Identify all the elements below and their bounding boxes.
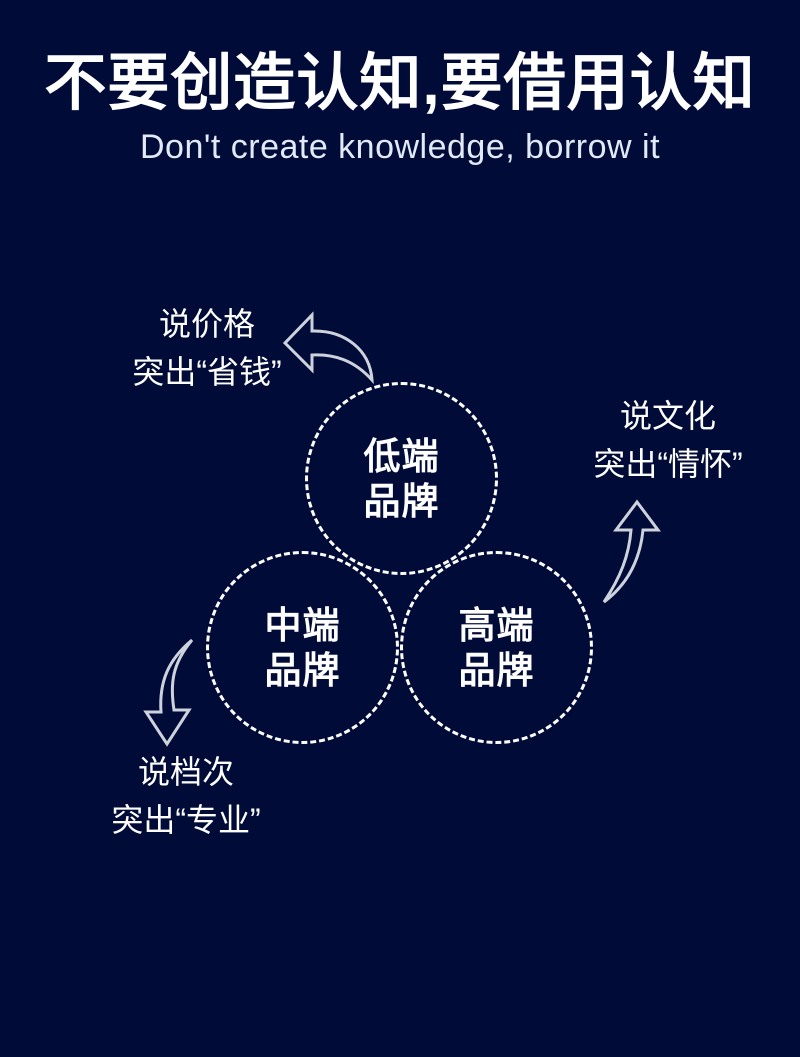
annotation-tier-label: 说档次 突出“专业” xyxy=(111,754,261,838)
annotation-culture-label: 说文化 突出“情怀” xyxy=(593,398,743,482)
circle-low-end-brand-label: 低端 品牌 xyxy=(363,435,440,522)
curved-arrow-down-icon xyxy=(143,638,194,747)
annotation-price-label: 说价格 突出“省钱” xyxy=(132,306,282,390)
circle-high-end-brand-label: 高端 品牌 xyxy=(458,604,535,691)
page-title: 不要创造认知,要借用认知 xyxy=(44,49,756,118)
circle-mid-end-brand: 中端 品牌 xyxy=(206,551,399,744)
curved-arrow-left-icon xyxy=(282,311,374,385)
circle-low-end-brand: 低端 品牌 xyxy=(305,382,498,575)
curved-arrow-up-icon xyxy=(602,499,661,604)
page-subtitle: Don't create knowledge, borrow it xyxy=(139,128,661,166)
circle-mid-end-brand-label: 中端 品牌 xyxy=(264,604,341,691)
circle-high-end-brand: 高端 品牌 xyxy=(400,551,593,744)
